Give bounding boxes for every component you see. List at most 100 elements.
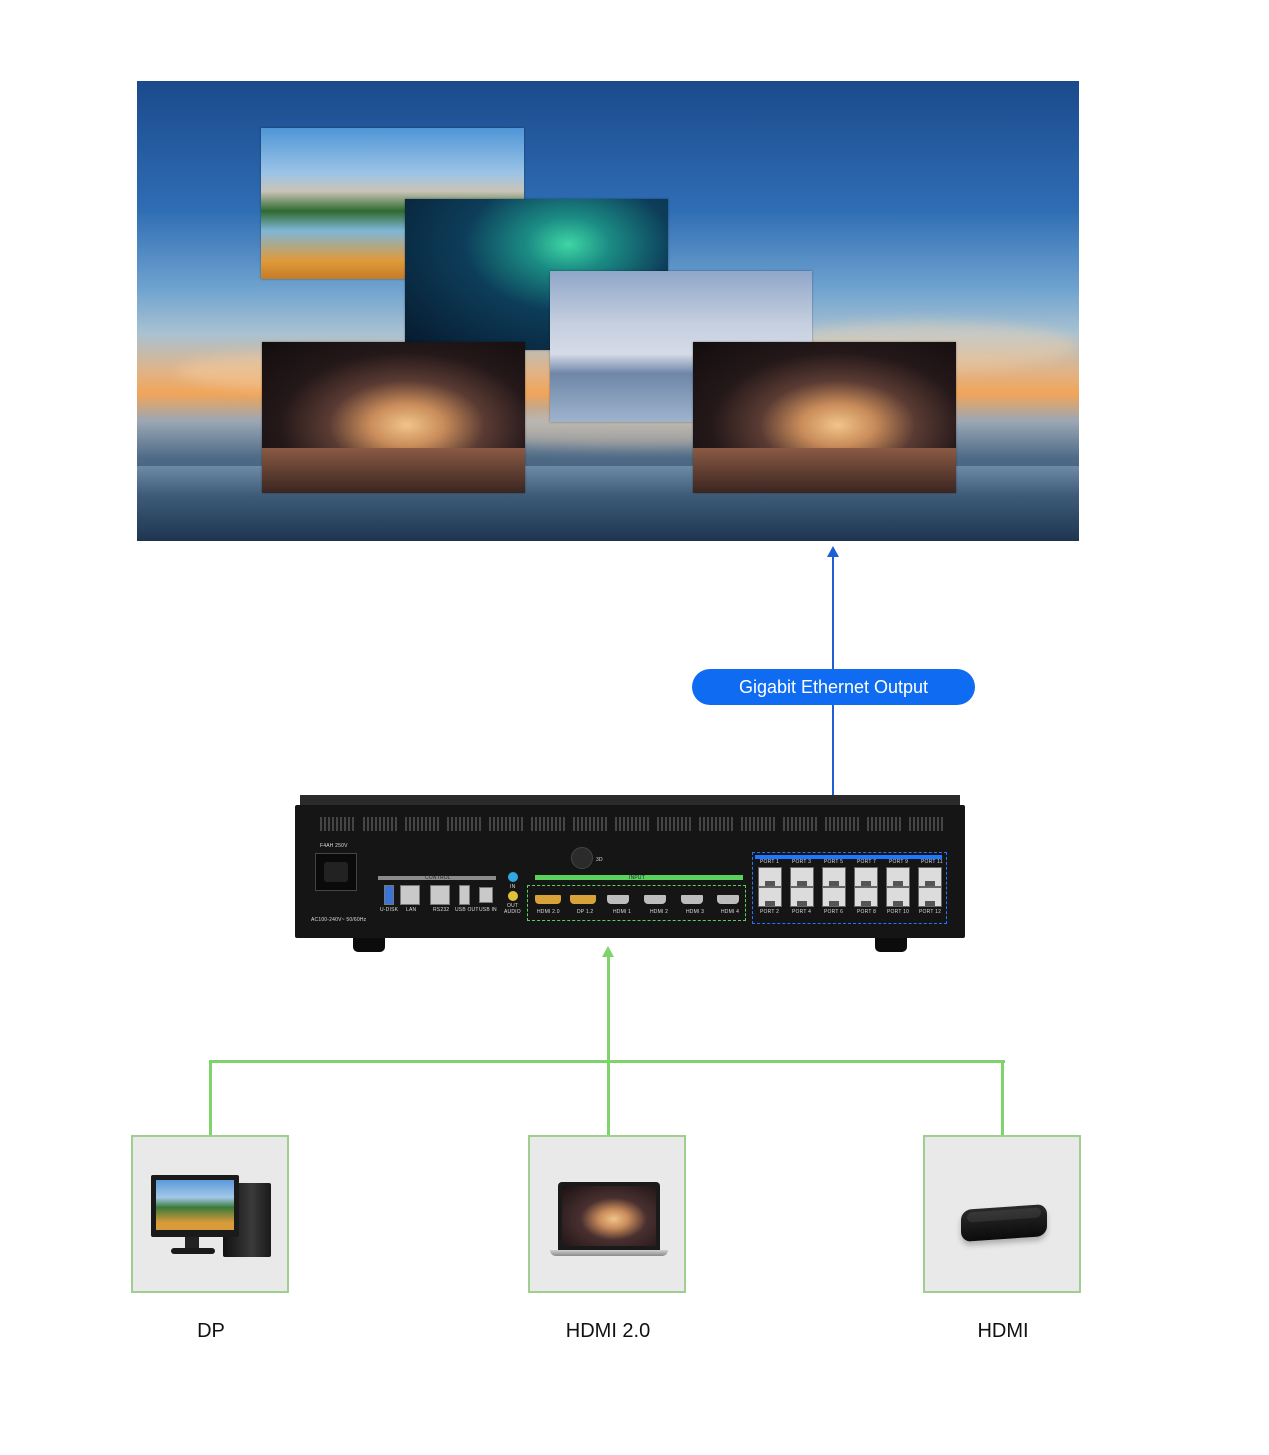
vent (783, 817, 819, 831)
hdmi-port-icon (681, 895, 703, 904)
vent (741, 817, 777, 831)
output-port-label: PORT 9 (889, 859, 909, 865)
output-port-label: PORT 5 (824, 859, 844, 865)
rj45-port-icon (758, 867, 782, 887)
control-port-label: U-DISK (380, 907, 399, 913)
rj45-port-icon (886, 887, 910, 907)
output-port-label: PORT 3 (792, 859, 812, 865)
output-port-label: PORT 10 (887, 909, 910, 915)
input-port-label: HDMI 4 (721, 909, 740, 915)
vent (489, 817, 525, 831)
rj45-port-icon (854, 887, 878, 907)
source-hdmi-box (923, 1135, 1081, 1293)
ethernet-output-ports-group (752, 852, 947, 924)
vent (573, 817, 609, 831)
window-rock-arch-left (262, 342, 525, 493)
vent (825, 817, 861, 831)
usb-out-port-icon (459, 885, 470, 905)
source-dp-box (131, 1135, 289, 1293)
input-header-bar (535, 875, 743, 880)
rj45-port-icon (822, 887, 846, 907)
output-port-label: PORT 1 (760, 859, 780, 865)
rs232-port-icon (430, 885, 450, 905)
control-port-label: USB OUT (455, 907, 479, 913)
output-port-label: PORT 4 (792, 909, 812, 915)
hdmi-port-icon (717, 895, 739, 904)
led-wall-display (137, 81, 1079, 541)
control-port-label: USB IN (479, 907, 497, 913)
output-port-label: PORT 12 (919, 909, 942, 915)
rj45-port-icon (822, 867, 846, 887)
input-port-label: HDMI 2.0 (537, 909, 560, 915)
input-bus-line (209, 1060, 1005, 1063)
vent (657, 817, 693, 831)
input-branch-line (209, 1060, 212, 1137)
input-ports-group (527, 885, 746, 921)
source-dp-label: DP (197, 1320, 225, 1342)
vent (363, 817, 399, 831)
chassis-top (300, 795, 960, 805)
hdmi-port-icon (607, 895, 629, 904)
input-header: INPUT (629, 875, 645, 881)
vent (615, 817, 651, 831)
audio-out-label: OUT (507, 903, 519, 909)
output-port-label: PORT 2 (760, 909, 780, 915)
3d-knob-icon (571, 847, 593, 869)
rj45-port-icon (918, 867, 942, 887)
output-header-bar (755, 855, 942, 859)
source-hdmi20-box (528, 1135, 686, 1293)
source-hdmi20-label: HDMI 2.0 (565, 1320, 651, 1342)
vent (909, 817, 945, 831)
vent (699, 817, 735, 831)
vent (531, 817, 567, 831)
audio-in-jack-icon (508, 872, 518, 882)
lan-port-icon (400, 885, 420, 905)
power-label: AC100-240V~ 50/60Hz (311, 917, 367, 923)
chassis-face: F4AH 250V AC100-240V~ 50/60Hz CONTROL U-… (295, 805, 965, 938)
output-arrow-icon (827, 546, 839, 557)
knob-label: 3D (596, 857, 603, 863)
output-port-label: PORT 8 (857, 909, 877, 915)
video-processor-rear-panel: F4AH 250V AC100-240V~ 50/60Hz CONTROL U-… (295, 795, 965, 952)
source-hdmi-label: HDMI (977, 1320, 1029, 1342)
audio-label: AUDIO (504, 909, 521, 915)
power-socket-icon (315, 853, 357, 891)
control-port-label: LAN (406, 907, 417, 913)
rj45-port-icon (758, 887, 782, 907)
input-port-label: HDMI 3 (686, 909, 705, 915)
usb-in-port-icon (479, 887, 493, 903)
control-header: CONTROL (425, 875, 451, 881)
input-arrow-icon (602, 946, 614, 957)
output-port-label: PORT 6 (824, 909, 844, 915)
window-rock-arch-right (693, 342, 956, 493)
device-foot (875, 938, 907, 952)
vent (867, 817, 903, 831)
fuse-label: F4AH 250V (320, 843, 348, 849)
input-port-label: DP 1.2 (577, 909, 594, 915)
rj45-port-icon (886, 867, 910, 887)
vent (320, 817, 356, 831)
input-port-label: HDMI 2 (650, 909, 669, 915)
vent (447, 817, 483, 831)
vent (405, 817, 441, 831)
audio-out-jack-icon (508, 891, 518, 901)
input-branch-line (1001, 1060, 1004, 1137)
media-box-icon (961, 1203, 1047, 1243)
rj45-port-icon (854, 867, 878, 887)
output-port-label: PORT 11 (921, 859, 943, 865)
audio-in-label: IN (510, 884, 516, 890)
hdmi-port-icon (535, 895, 561, 904)
udisk-port-icon (384, 885, 394, 905)
output-port-label: PORT 7 (857, 859, 877, 865)
rj45-port-icon (790, 867, 814, 887)
rj45-port-icon (790, 887, 814, 907)
device-foot (353, 938, 385, 952)
dp-port-icon (570, 895, 596, 904)
input-port-label: HDMI 1 (613, 909, 632, 915)
input-trunk-line (607, 955, 610, 1137)
rj45-port-icon (918, 887, 942, 907)
control-port-label: RS232 (433, 907, 450, 913)
ethernet-output-label: Gigabit Ethernet Output (692, 669, 975, 705)
control-header-bar (378, 876, 496, 880)
hdmi-port-icon (644, 895, 666, 904)
